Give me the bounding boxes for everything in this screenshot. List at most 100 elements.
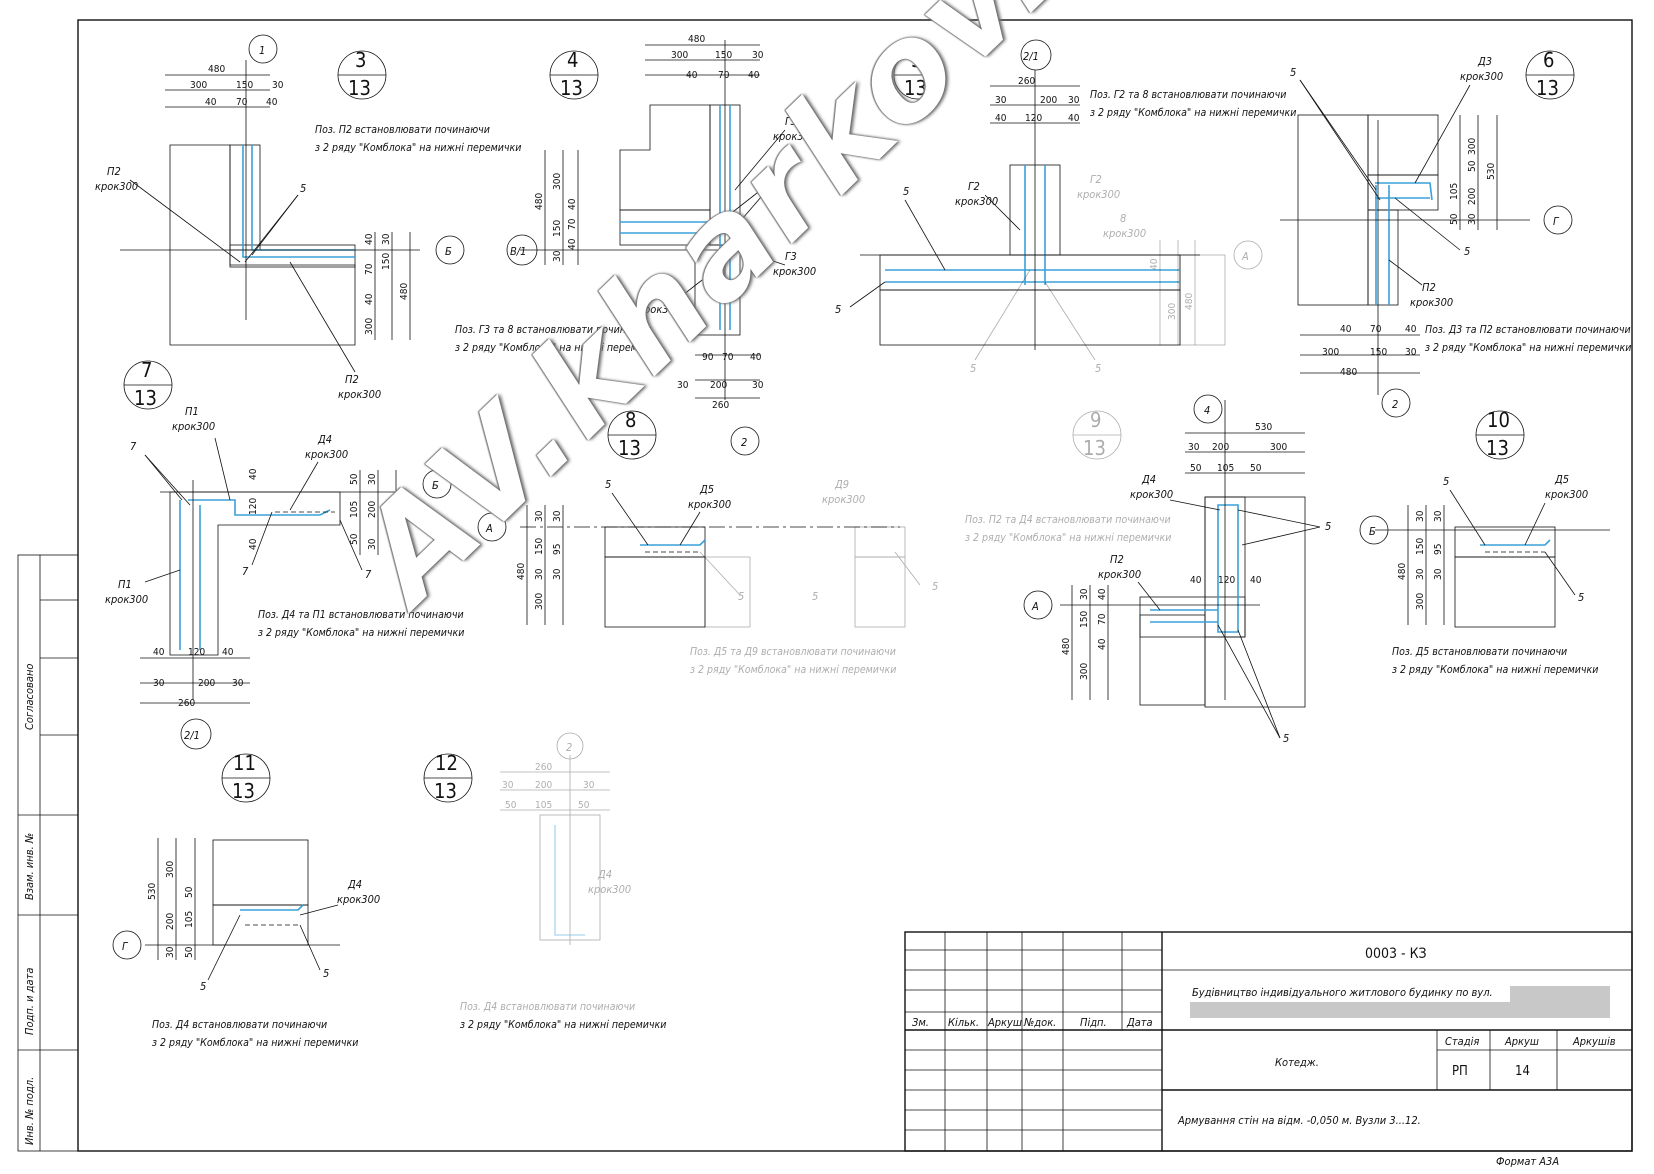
svg-text:480: 480 bbox=[208, 64, 225, 75]
svg-text:5: 5 bbox=[1578, 591, 1584, 604]
svg-text:5: 5 bbox=[200, 980, 206, 993]
svg-text:105: 105 bbox=[184, 911, 195, 928]
vzam-label: Взам. инв. № bbox=[23, 833, 36, 900]
svg-text:Д4: Д4 bbox=[347, 878, 362, 891]
node-5-sheet: 13 bbox=[904, 76, 927, 100]
svg-text:150: 150 bbox=[1370, 347, 1387, 358]
svg-text:30: 30 bbox=[272, 80, 284, 91]
note-node-8-line-1: Поз. Д5 та Д9 встановлювати починаючи bbox=[690, 646, 896, 658]
svg-text:260: 260 bbox=[178, 698, 195, 709]
node-7: 7 13 50 105 50 30 200 30 260 40 120 40 Б… bbox=[105, 358, 464, 750]
svg-text:150: 150 bbox=[1079, 611, 1090, 628]
svg-text:крок300: крок300 bbox=[338, 388, 381, 401]
svg-text:260: 260 bbox=[1018, 76, 1035, 87]
svg-text:40: 40 bbox=[248, 538, 259, 550]
node-9: 9 13 Поз. П2 та Д4 встановлювати починаю… bbox=[965, 394, 1331, 745]
svg-text:Г2: Г2 bbox=[968, 180, 980, 193]
svg-text:70: 70 bbox=[722, 352, 734, 363]
svg-text:50: 50 bbox=[1250, 463, 1262, 474]
axis-marker-a3: А bbox=[1031, 600, 1039, 613]
axis-marker-b2: Б bbox=[432, 479, 439, 492]
axis-marker-2c: 2 bbox=[566, 741, 572, 754]
svg-text:30: 30 bbox=[153, 678, 165, 689]
svg-text:Д5: Д5 bbox=[1554, 473, 1569, 486]
svg-text:50: 50 bbox=[349, 473, 360, 485]
svg-text:150: 150 bbox=[236, 80, 253, 91]
svg-text:300: 300 bbox=[1415, 593, 1426, 610]
svg-text:5: 5 bbox=[300, 182, 306, 195]
svg-text:50: 50 bbox=[184, 946, 195, 958]
svg-text:480: 480 bbox=[1397, 563, 1408, 580]
axis-marker-2-1b: 2/1 bbox=[184, 729, 200, 742]
svg-text:40: 40 bbox=[1097, 638, 1108, 650]
note-node-11-line-2: з 2 ряду "Комблока" на нижні перемички bbox=[152, 1037, 358, 1049]
svg-text:40: 40 bbox=[686, 70, 698, 81]
sheets-header: Аркушів bbox=[1572, 1035, 1616, 1048]
svg-text:7: 7 bbox=[242, 565, 249, 578]
note-node-8-line-2: з 2 ряду "Комблока" на нижні перемички bbox=[690, 664, 896, 676]
node-4-sheet: 13 bbox=[560, 76, 583, 100]
svg-text:70: 70 bbox=[236, 97, 248, 108]
svg-text:480: 480 bbox=[1061, 638, 1072, 655]
svg-text:30: 30 bbox=[1405, 347, 1417, 358]
svg-text:260: 260 bbox=[385, 503, 396, 520]
svg-text:200: 200 bbox=[710, 380, 727, 391]
axis-marker-2: 2 bbox=[741, 436, 747, 449]
svg-text:5: 5 bbox=[1095, 362, 1101, 375]
svg-text:300: 300 bbox=[552, 173, 563, 190]
svg-text:крок300: крок300 bbox=[822, 493, 865, 506]
svg-text:40: 40 bbox=[1405, 324, 1417, 335]
svg-text:50: 50 bbox=[1190, 463, 1202, 474]
svg-text:95: 95 bbox=[552, 544, 563, 555]
svg-text:Г2: Г2 bbox=[1090, 173, 1102, 186]
svg-text:30: 30 bbox=[1188, 442, 1200, 453]
note-node-7-line-2: з 2 ряду "Комблока" на нижні перемички bbox=[258, 627, 464, 639]
axis-marker-2-1: 2/1 bbox=[1023, 50, 1039, 63]
svg-text:30: 30 bbox=[232, 678, 244, 689]
sheet-value: 14 bbox=[1515, 1064, 1530, 1079]
note-node-11-line-1: Поз. Д4 встановлювати починаючи bbox=[152, 1019, 327, 1031]
node-3-number: 3 bbox=[355, 48, 366, 72]
svg-text:5: 5 bbox=[1464, 245, 1470, 258]
note-node-9-line-1: Поз. П2 та Д4 встановлювати починаючи bbox=[965, 514, 1171, 526]
svg-text:5: 5 bbox=[1325, 520, 1331, 533]
title-block: Зм. Кільк. Аркуш №док. Підп. Дата 0003 -… bbox=[904, 931, 1633, 1168]
node-5-number: 5 bbox=[911, 48, 922, 72]
svg-text:А: А bbox=[1241, 250, 1249, 263]
svg-text:70: 70 bbox=[1370, 324, 1382, 335]
svg-text:50: 50 bbox=[349, 533, 360, 545]
axis-marker-2b: 2 bbox=[1392, 398, 1398, 411]
svg-text:крок300: крок300 bbox=[1098, 568, 1141, 581]
svg-text:50: 50 bbox=[1467, 160, 1478, 172]
node-3: 1 3 13 480 300 150 30 40 70 40 40 70 40 … bbox=[95, 34, 521, 401]
svg-text:Г3: Г3 bbox=[785, 115, 797, 128]
svg-text:крок300: крок300 bbox=[105, 593, 148, 606]
sheet-title: Армування стін на відм. -0,050 м. Вузли … bbox=[1177, 1114, 1421, 1127]
svg-text:30: 30 bbox=[1433, 510, 1444, 522]
svg-text:300: 300 bbox=[1270, 442, 1287, 453]
svg-text:крок300: крок300 bbox=[773, 265, 816, 278]
svg-text:300: 300 bbox=[1322, 347, 1339, 358]
agreed-label: Согласовано bbox=[23, 664, 36, 730]
node-10-sheet: 13 bbox=[1486, 436, 1509, 460]
note-node-4-line-2: з 2 ряду "Комблока" на нижні перемички bbox=[455, 342, 661, 354]
svg-text:П2: П2 bbox=[1110, 553, 1124, 566]
svg-text:Г3: Г3 bbox=[785, 250, 797, 263]
node-11-number: 11 bbox=[233, 751, 256, 775]
svg-text:40: 40 bbox=[364, 293, 375, 305]
node-12-number: 12 bbox=[435, 751, 458, 775]
node-4: 4 13 480 300 150 30 40 70 40 480 300 150… bbox=[455, 34, 816, 456]
svg-text:30: 30 bbox=[995, 95, 1007, 106]
svg-text:200: 200 bbox=[198, 678, 215, 689]
svg-text:крок300: крок300 bbox=[1410, 296, 1453, 309]
svg-text:крок300: крок300 bbox=[955, 195, 998, 208]
note-node-12-line-1: Поз. Д4 встановлювати починаючи bbox=[460, 1001, 635, 1013]
svg-text:530: 530 bbox=[1255, 422, 1272, 433]
svg-text:150: 150 bbox=[381, 253, 392, 270]
svg-text:70: 70 bbox=[567, 218, 578, 230]
node-6: 6 13 300 50 200 30 530 105 50 Г 40 70 40… bbox=[1280, 48, 1631, 418]
svg-text:40: 40 bbox=[567, 198, 578, 210]
svg-text:120: 120 bbox=[248, 498, 259, 515]
svg-text:30: 30 bbox=[1415, 568, 1426, 580]
